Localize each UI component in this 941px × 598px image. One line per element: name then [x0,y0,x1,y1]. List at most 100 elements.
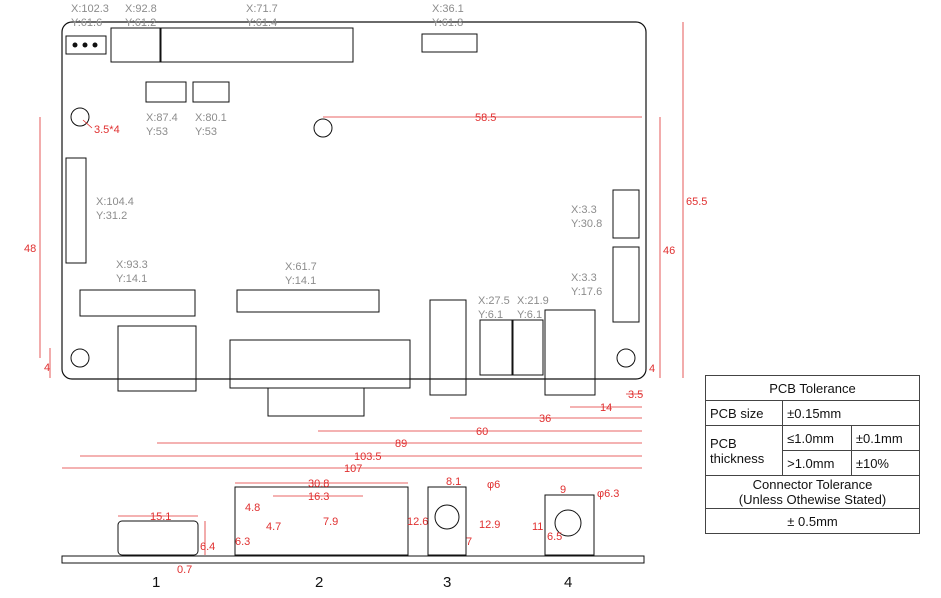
coord-x: X:71.7 [246,3,278,15]
connector-top-left-small [65,35,107,55]
svg-text:30.8: 30.8 [308,478,329,490]
dim-3-5: 3.5 [628,389,643,401]
svg-text:12.6: 12.6 [407,516,428,528]
svg-text:16.3: 16.3 [308,491,329,503]
view-number-4: 4 [564,574,572,591]
connector-tolerance-heading: Connector Tolerance [752,477,873,492]
dim-48: 48 [24,243,36,255]
pcb-thickness-label-line1: PCB [710,435,737,451]
svg-text:φ6.3: φ6.3 [597,488,619,500]
vga-connector [229,339,411,417]
side-vga: 30.8 4.8 16.3 6.3 4.7 7.9 12.6 2 [234,478,428,591]
connector-header-2x2 [110,27,162,63]
pcb-size-value: ±0.15mm [782,400,920,426]
svg-text:0.7: 0.7 [177,564,192,576]
dim-36: 36 [539,413,551,425]
coord-y: Y:53 [195,126,217,138]
coord-x: X:3.3 [571,204,597,216]
coord-x: X:102.3 [71,3,109,15]
dim-103-5: 103.5 [354,451,382,463]
connector-right-vertical-1 [612,189,640,239]
mounting-hole-top-left [70,107,90,127]
mounting-hole-bottom-left [70,348,90,368]
dim-46: 46 [663,245,675,257]
coord-y: Y:31.2 [96,210,127,222]
coord-y: Y:14.1 [116,273,147,285]
hdmi-connector [117,325,197,392]
svg-text:6.3: 6.3 [235,536,250,548]
dim-hole: 3.5*4 [94,124,120,136]
tolerance-table: PCB Tolerance PCB size ±0.15mm PCB thick… [704,375,921,534]
coord-x: X:61.7 [285,261,317,273]
dim-4-left: 4 [44,362,50,374]
pcb-outline [61,21,647,380]
dimension-lines: 3.5*4 58.5 48 4 65.5 46 4 3.5 14 36 60 8… [24,22,707,475]
dim-58-5: 58.5 [475,112,496,124]
view-number-2: 2 [315,574,323,591]
audio-jack [429,299,467,396]
dc-jack [544,309,596,396]
connector-header-bottom-left [79,289,196,317]
thickness-value-1: ±0.1mm [850,425,921,451]
coord-y: Y:53 [146,126,168,138]
svg-text:7: 7 [466,536,472,548]
coord-y: Y:30.8 [571,218,602,230]
coord-labels: X:102.3 Y:61.6 X:92.8 Y:61.2 X:71.7 Y:61… [71,3,602,321]
mounting-hole-bottom-right [616,348,636,368]
coord-y: Y:61.2 [125,17,156,29]
connector-small-2 [192,81,230,103]
coord-y: Y:17.6 [571,286,602,298]
view-number-3: 3 [443,574,451,591]
svg-text:6.5: 6.5 [547,531,562,543]
dim-4-right: 4 [649,363,655,375]
coord-x: X:36.1 [432,3,464,15]
coord-x: X:87.4 [146,112,178,124]
side-view-pcb [61,555,645,564]
svg-text:4.8: 4.8 [245,502,260,514]
connector-top-right-small [421,33,478,53]
connector-tolerance-value: ± 0.5mm [705,508,920,534]
connector-small-4 [512,319,544,376]
coord-y: Y:61.4 [246,17,277,29]
svg-text:4.7: 4.7 [266,521,281,533]
svg-text:7.9: 7.9 [323,516,338,528]
connector-left-vertical [65,157,87,264]
connector-tolerance-title: Connector Tolerance (Unless Othewise Sta… [705,475,920,509]
svg-text:15.1: 15.1 [150,511,171,523]
coord-y: Y:61.8 [432,17,463,29]
coord-x: X:92.8 [125,3,157,15]
thickness-condition-1: ≤1.0mm [782,425,852,451]
coord-y: Y:6.1 [517,309,542,321]
side-dc-jack: 9 φ6.3 11 6.5 4 [532,484,619,591]
svg-text:12.9: 12.9 [479,519,500,531]
connector-header-bottom-center [236,289,380,313]
thickness-value-2: ±10% [850,450,921,476]
side-audio-jack: 8.1 φ6 7 12.9 3 [427,476,500,591]
pcb-thickness-label-line2: thickness [710,450,765,466]
svg-text:8.1: 8.1 [446,476,461,488]
pcb-size-label: PCB size [704,400,784,426]
connector-small-3 [479,319,513,376]
view-number-1: 1 [152,574,160,591]
dim-107: 107 [344,463,362,475]
coord-x: X:104.4 [96,196,134,208]
coord-y: Y:61.6 [71,17,102,29]
dim-89: 89 [395,438,407,450]
coord-y: Y:14.1 [285,275,316,287]
connector-small-1 [145,81,187,103]
side-hdmi: 15.1 6.4 0.7 1 [117,511,215,591]
svg-text:9: 9 [560,484,566,496]
coord-y: Y:6.1 [478,309,503,321]
svg-text:φ6: φ6 [487,479,500,491]
svg-text:6.4: 6.4 [200,541,215,553]
mounting-hole-top-center [313,118,333,138]
dim-65-5: 65.5 [686,196,707,208]
pcb-thickness-label: PCB thickness [704,425,784,476]
connector-tolerance-subtitle: (Unless Othewise Stated) [738,492,887,507]
thickness-condition-2: >1.0mm [782,450,852,476]
coord-x: X:93.3 [116,259,148,271]
coord-x: X:27.5 [478,295,510,307]
coord-x: X:21.9 [517,295,549,307]
connector-right-vertical-2 [612,246,640,323]
